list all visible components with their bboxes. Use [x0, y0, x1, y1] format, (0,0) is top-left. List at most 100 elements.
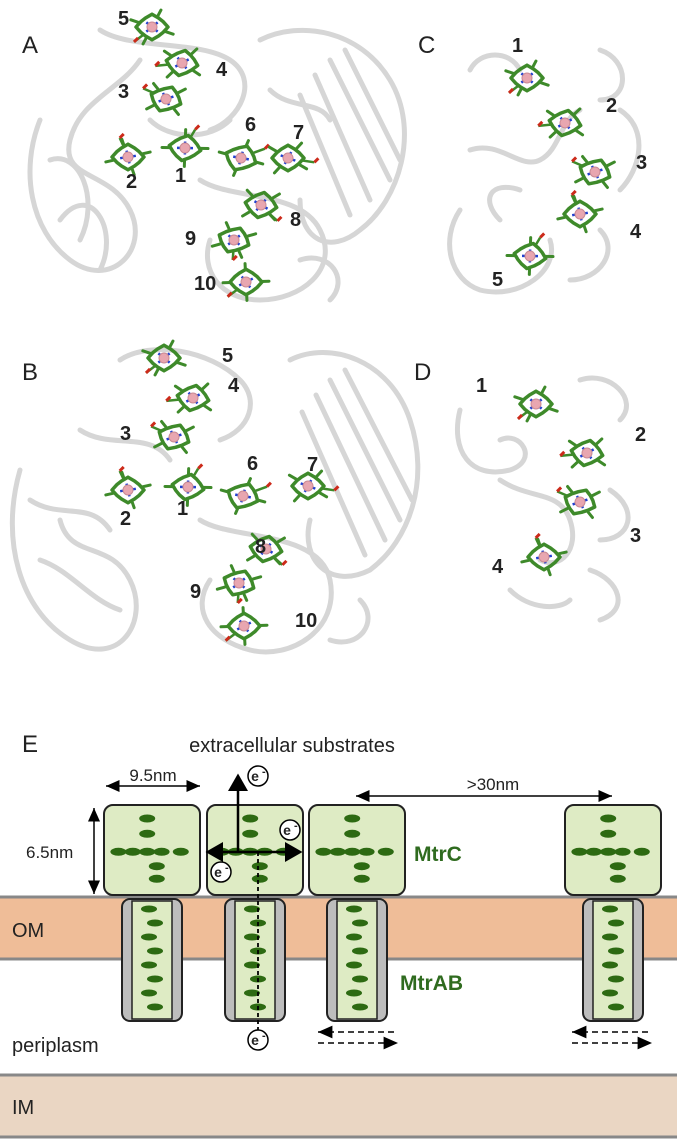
heme-marker — [346, 933, 362, 941]
heme-molecule — [150, 420, 195, 454]
heme-molecule — [520, 532, 568, 577]
mtra-core — [234, 900, 276, 1020]
heme-marker — [147, 947, 163, 955]
svg-text:-: - — [262, 766, 266, 778]
heme-marker — [244, 933, 260, 941]
inner-membrane — [0, 1075, 677, 1137]
heme-number-label: 8 — [290, 209, 301, 231]
mtr-complex — [103, 804, 201, 1022]
heme-molecule — [537, 107, 585, 139]
heme-number-label: 1 — [177, 498, 188, 520]
heme-marker — [602, 989, 618, 997]
heme-molecule — [246, 532, 288, 566]
heme-marker — [141, 905, 157, 913]
heme-number-label: 1 — [512, 35, 523, 57]
heme-molecule — [559, 437, 607, 469]
heme-number-label: 6 — [247, 453, 258, 475]
heme-number-label: 5 — [222, 345, 233, 367]
heme-molecule — [505, 232, 555, 276]
heme-molecule — [219, 606, 269, 646]
heme-molecule — [160, 124, 210, 168]
electron-symbol: e- — [279, 819, 301, 841]
heme-number-label: 1 — [175, 165, 186, 187]
heme-marker — [585, 847, 602, 856]
svg-text:e: e — [251, 768, 259, 784]
heme-number-label: 4 — [630, 221, 642, 243]
heme-marker — [153, 847, 170, 856]
spacing-label: >30nm — [467, 775, 519, 794]
protein-ribbon-b — [9, 347, 421, 655]
heme-marker — [353, 862, 370, 871]
heme-number-label: 9 — [185, 228, 196, 250]
heme-number-label: 9 — [190, 581, 201, 603]
width-label: 9.5nm — [129, 766, 176, 785]
heme-marker — [353, 874, 370, 883]
mtr-complex — [308, 804, 406, 1022]
heme-marker — [141, 989, 157, 997]
heme-marker — [609, 862, 626, 871]
heme-marker — [329, 847, 346, 856]
heme-marker — [315, 847, 332, 856]
diffusion-arrows-1 — [318, 1025, 398, 1050]
heme-marker — [147, 919, 163, 927]
heme-number-label: 3 — [118, 81, 129, 103]
heme-marker — [172, 847, 189, 856]
mtrab-label: MtrAB — [400, 972, 463, 995]
heme-molecule — [154, 47, 202, 79]
heme-marker — [344, 829, 361, 838]
heme-number-label: 4 — [492, 556, 504, 578]
heme-marker — [352, 947, 368, 955]
svg-text:e: e — [251, 1032, 259, 1048]
heme-marker — [571, 847, 588, 856]
layer-label-om: OM — [12, 920, 44, 942]
heme-number-label: 3 — [120, 423, 131, 445]
heme-marker — [633, 847, 650, 856]
heme-marker — [346, 905, 362, 913]
heme-marker — [609, 874, 626, 883]
panel-label-d: D — [414, 359, 431, 386]
heme-molecule — [141, 339, 187, 377]
heme-marker — [147, 1003, 163, 1011]
svg-text:-: - — [225, 862, 229, 874]
heme-molecule — [267, 141, 320, 175]
svg-text:e: e — [214, 864, 222, 880]
mtr-complex — [564, 804, 662, 1022]
heme-number-label: 10 — [295, 610, 317, 632]
heme-marker — [602, 961, 618, 969]
heme-number-label: 6 — [245, 114, 256, 136]
heme-marker — [251, 862, 268, 871]
heme-number-label: 2 — [606, 95, 617, 117]
heme-marker — [110, 847, 127, 856]
heme-marker — [244, 905, 260, 913]
heme-marker — [141, 933, 157, 941]
heme-marker — [608, 947, 624, 955]
mtr-complexes — [103, 804, 662, 1022]
mtra-core — [592, 900, 634, 1020]
heme-number-label: 3 — [630, 525, 641, 547]
heme-molecule — [104, 465, 152, 510]
mtra-core — [131, 900, 173, 1020]
heme-molecule — [219, 477, 272, 515]
heme-marker — [352, 975, 368, 983]
heme-molecule — [241, 188, 283, 222]
heme-molecule — [142, 82, 187, 116]
heme-molecule — [287, 469, 340, 503]
heme-marker — [346, 989, 362, 997]
heme-molecule — [556, 189, 604, 234]
heme-marker — [602, 905, 618, 913]
layer-label-im: IM — [12, 1097, 34, 1119]
heme-marker — [600, 847, 617, 856]
schematic-title: extracellular substrates — [189, 735, 395, 757]
panel-label-b: B — [22, 359, 38, 386]
heme-marker — [358, 847, 375, 856]
electron-symbols: e-e-e-e- — [210, 765, 301, 1051]
heme-marker — [344, 814, 361, 823]
heme-molecule — [504, 59, 550, 97]
